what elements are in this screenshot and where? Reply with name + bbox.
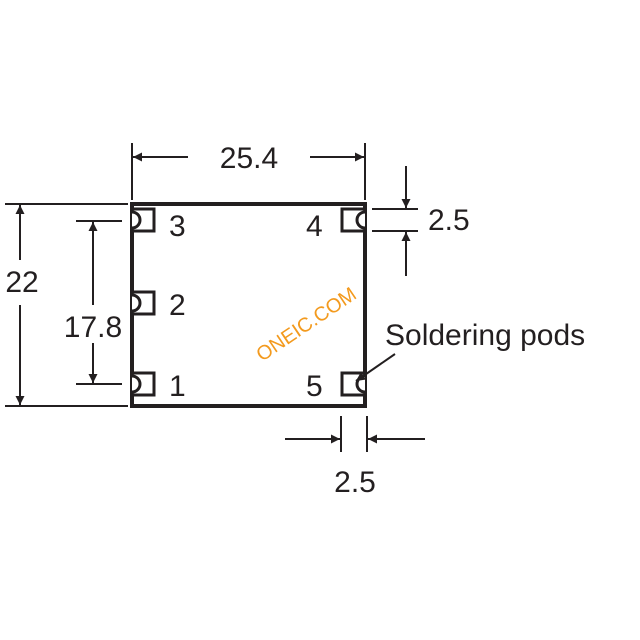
pin-span-dimension-label: 17.8 [64, 311, 122, 344]
pad-height-dimension: 2.5 [372, 166, 470, 276]
pad-width-dimension-label: 2.5 [334, 466, 376, 499]
height-dimension-label: 22 [5, 266, 38, 299]
width-dimension-label: 25.4 [220, 142, 278, 175]
width-dimension: 25.4 [131, 142, 366, 200]
pin-label-2: 2 [169, 289, 186, 322]
pin-label-3: 3 [169, 210, 186, 243]
pin-span-dimension: 17.8 [64, 220, 122, 385]
pin-label-1: 1 [169, 370, 186, 403]
soldering-pods-label: Soldering pods [385, 319, 585, 352]
soldering-pods-callout: Soldering pods [355, 319, 585, 382]
soldering-pad-2 [130, 290, 156, 316]
pad-height-dimension-label: 2.5 [428, 204, 470, 237]
soldering-pad-4 [340, 207, 367, 233]
soldering-pad-3 [130, 207, 156, 233]
module-body [130, 202, 367, 408]
height-dimension: 22 [5, 203, 128, 407]
pin-label-4: 4 [306, 210, 323, 243]
soldering-pad-1 [130, 371, 156, 397]
pin-label-5: 5 [306, 370, 323, 403]
pad-width-dimension: 2.5 [285, 416, 425, 499]
